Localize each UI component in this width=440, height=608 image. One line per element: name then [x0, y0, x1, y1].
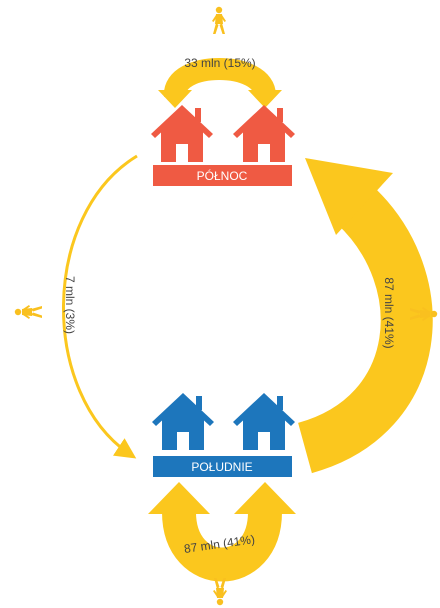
house-icon-north-left — [151, 105, 213, 162]
region-north: PÓŁNOC — [151, 105, 295, 186]
north-internal-label: 33 mln (15%) — [184, 56, 255, 70]
south-to-north-flow: 87 mln (41%) — [297, 158, 433, 474]
south-to-north-label: 87 mln (41%) — [382, 277, 396, 348]
north-internal-arrowhead-left — [158, 90, 192, 108]
region-south-label: POŁUDNIE — [191, 460, 252, 474]
walker-icon-bottom — [213, 578, 227, 606]
region-north-bar — [153, 165, 292, 186]
south-internal-arrowhead-right — [234, 482, 296, 514]
north-to-south-flow: 7 mln (3%) — [62, 154, 138, 459]
house-icon-south-left — [152, 393, 214, 450]
north-to-south-label: 7 mln (3%) — [63, 276, 77, 334]
walker-icon-left — [14, 305, 43, 319]
house-icon-south-right — [233, 393, 295, 450]
house-icon-north-right — [233, 105, 295, 162]
south-internal-arc — [162, 510, 282, 582]
south-internal-flow: 87 mln (41%) — [148, 482, 296, 582]
walker-icon-top — [212, 6, 226, 35]
north-to-south-arc — [62, 154, 138, 459]
north-internal-arc — [164, 58, 276, 98]
south-to-north-arc — [297, 186, 433, 474]
region-south: POŁUDNIE — [152, 393, 295, 477]
south-to-north-arrowhead — [305, 158, 393, 235]
north-internal-arrowhead-right — [248, 90, 282, 108]
region-south-bar — [153, 456, 292, 477]
south-internal-arrowhead-left — [148, 482, 210, 514]
north-internal-flow: 33 mln (15%) — [158, 56, 282, 108]
region-north-label: PÓŁNOC — [197, 168, 248, 183]
